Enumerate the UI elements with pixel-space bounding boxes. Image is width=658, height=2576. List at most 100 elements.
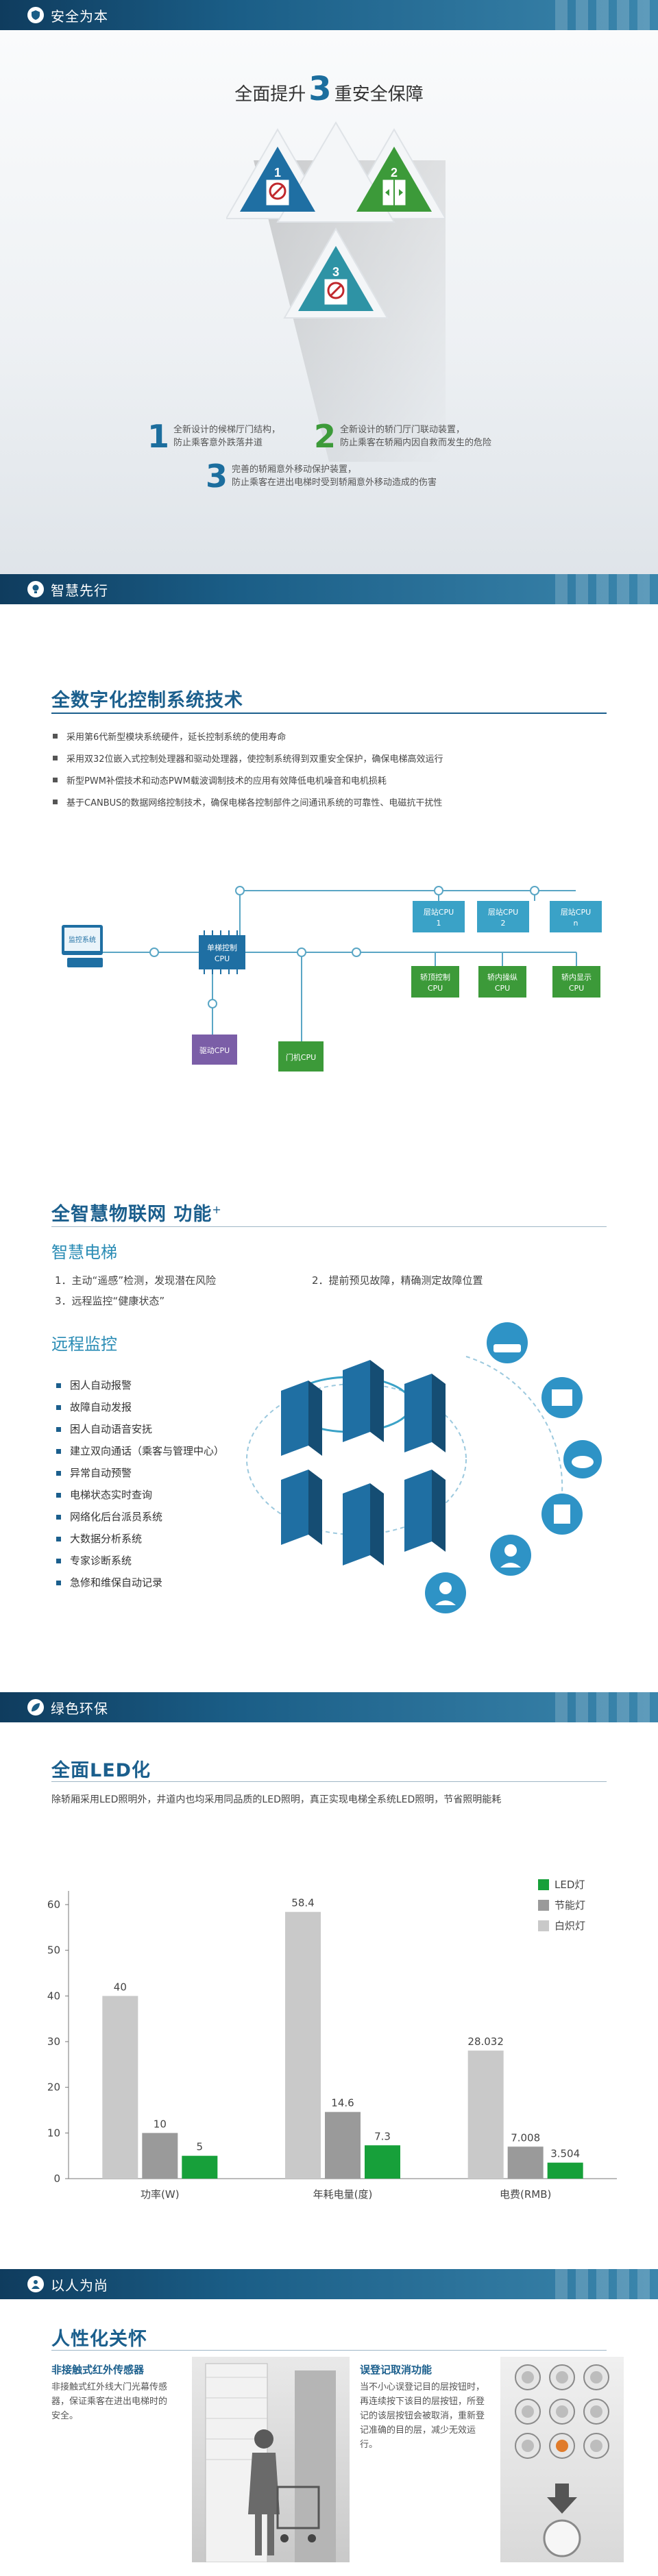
- floor-cpu-label: 层站CPU: [488, 907, 518, 917]
- floor-cpu-n: 层站CPU n: [550, 901, 602, 932]
- car-cpu-label: CPU: [495, 984, 510, 993]
- floor-cpu-label: 层站CPU: [424, 907, 454, 917]
- safety-title-pre: 全面提升: [234, 84, 306, 105]
- keypad-button-center: [590, 2371, 602, 2383]
- y-tick-label: 20: [47, 2081, 60, 2094]
- x-tick-label: 电费(RMB): [500, 2188, 551, 2201]
- floor-cpu-label: 层站CPU: [561, 907, 591, 917]
- x-tick-label: 功率(W): [141, 2188, 180, 2201]
- bar-1: [325, 2111, 361, 2179]
- led-desc: 除轿厢采用LED照明外，井道内也均采用同品质的LED照明，真正实现电梯全系统LE…: [51, 1794, 502, 1805]
- chip-icon: [411, 966, 459, 998]
- feature-3: 3 完善的轿厢意外移动保护装置， 防止乘客在进出电梯时受到轿厢意外移动造成的伤害: [206, 460, 437, 492]
- floor-cpu-number: 2: [501, 919, 506, 928]
- bar-data-label: 3.504: [550, 2148, 580, 2160]
- remote-item: 建立双向通话（乘客与管理中心）: [55, 1443, 224, 1465]
- misregister-cancel-title: 误登记取消功能: [360, 2364, 432, 2376]
- floor-cpu-number: n: [574, 919, 578, 928]
- badge-2: 2: [391, 166, 398, 179]
- control-diagram: 监控系统 单梯控制 CPU 层站CPU 1 层站CPU: [55, 850, 617, 1082]
- y-tick-label: 30: [47, 2035, 60, 2048]
- people-title-line: [51, 2350, 607, 2351]
- digital-bullet: 采用双32位嵌入式控制处理器和驱动处理器，使控制系统得到双重安全保护，确保电梯高…: [51, 752, 443, 773]
- green-bar-title: 绿色环保: [51, 1700, 108, 1717]
- building-icon: [404, 1470, 446, 1552]
- remote-item: 故障自动发报: [55, 1399, 224, 1421]
- bar-data-label: 10: [154, 2118, 167, 2130]
- led-title-line: [51, 1781, 607, 1782]
- people-title: 人性化关怀: [51, 2329, 147, 2350]
- iot-item-3: 3．远程监控“健康状态”: [55, 1295, 165, 1307]
- keypad-button-center: [556, 2405, 568, 2418]
- bar-data-label: 7.008: [511, 2131, 540, 2144]
- people-section-bar: 以人为尚: [0, 2269, 658, 2299]
- safety-bar-title: 安全为本: [51, 8, 108, 25]
- light-curtain-lines: [206, 2377, 267, 2460]
- main-cpu-chip: 单梯控制 CPU: [199, 930, 245, 974]
- keypad-button-center: [522, 2405, 534, 2418]
- remote-item: 急修和维保自动记录: [55, 1574, 224, 1596]
- digital-bullet: 采用第6代新型模块系统硬件，延长控制系统的使用寿命: [51, 730, 443, 752]
- car-cpu-label: CPU: [569, 984, 584, 993]
- bulb-icon: [27, 581, 44, 597]
- safety-triangles: 1 2 3: [225, 119, 447, 465]
- infrared-sensor-text: 非接触式红外线大门光幕传感器，保证乘客在进出电梯时的安全。: [51, 2382, 168, 2421]
- chip-icon: [278, 1041, 324, 1072]
- keypad-button-center: [522, 2371, 534, 2383]
- legend-item-incandescent: 白炽灯: [538, 1918, 585, 1933]
- keypad-illustration: [500, 2357, 624, 2562]
- door-cpu: 门机CPU: [278, 1041, 324, 1072]
- bar-stripes: [555, 1692, 658, 1722]
- infrared-sensor-title: 非接触式红外传感器: [51, 2364, 145, 2376]
- digital-bullets: 采用第6代新型模块系统硬件，延长控制系统的使用寿命 采用双32位嵌入式控制处理器…: [51, 730, 443, 817]
- monitor-label: 监控系统: [69, 935, 96, 944]
- keypad-button-center: [556, 2371, 568, 2383]
- safety-section-bar: 安全为本: [0, 0, 658, 30]
- feature-line: 完善的轿厢意外移动保护装置，: [232, 465, 357, 475]
- remote-monitor-title: 远程监控: [51, 1335, 117, 1354]
- feature-text: 完善的轿厢意外移动保护装置， 防止乘客在进出电梯时受到轿厢意外移动造成的伤害: [232, 460, 437, 489]
- car-cpu-2: 轿内操纵 CPU: [478, 952, 526, 998]
- chip-icon: [199, 935, 245, 969]
- car-cpu-1: 轿顶控制 CPU: [411, 952, 459, 998]
- y-tick-label: 0: [53, 2172, 60, 2185]
- remote-item: 异常自动预警: [55, 1465, 224, 1487]
- y-tick-label: 60: [47, 1898, 60, 1911]
- keypad-svg: [515, 2364, 609, 2558]
- car-cpu-label: 轿顶控制: [420, 972, 450, 982]
- keypad-button-center: [590, 2405, 602, 2418]
- keypad-button-center: [590, 2440, 602, 2452]
- arrow-down-icon: [547, 2484, 577, 2514]
- keypad-button-center: [522, 2440, 534, 2452]
- leaf-icon: [27, 1699, 44, 1716]
- bar-stripes: [555, 574, 658, 604]
- iot-title: 全智慧物联网 功能+: [51, 1199, 222, 1226]
- bar-2: [365, 2145, 400, 2179]
- feature-line: 防止乘客意外跌落井道: [173, 438, 263, 448]
- legend-label: 节能灯: [555, 1899, 586, 1911]
- bar-data-label: 58.4: [291, 1897, 314, 1909]
- remote-item: 电梯状态实时查询: [55, 1487, 224, 1509]
- iot-title-text: 全智慧物联网 功能: [51, 1204, 212, 1225]
- no-entry-icon: [269, 182, 287, 200]
- legend-label: LED灯: [555, 1879, 585, 1891]
- chip-icon: [478, 966, 526, 998]
- drive-cpu-label: 驱动CPU: [199, 1046, 230, 1055]
- car-cpu-3: 轿内显示 CPU: [535, 952, 600, 998]
- feature-text: 全新设计的候梯厅门结构， 防止乘客意外跌落井道: [173, 421, 280, 449]
- iot-item-1: 1．主动“遥感”检测，发现潜在风险: [55, 1274, 217, 1287]
- iot-illustration-svg: [246, 1322, 602, 1613]
- building-icon: [343, 1360, 384, 1442]
- legend-swatch: [538, 1879, 549, 1890]
- legend-label: 白炽灯: [555, 1920, 586, 1932]
- cart-icon: [276, 2486, 320, 2529]
- badge-3: 3: [332, 265, 339, 279]
- bar-2: [182, 2155, 218, 2179]
- keypad-button-center: [556, 2440, 568, 2452]
- legend-item-led: LED灯: [538, 1877, 585, 1892]
- iot-title-line: [51, 1226, 607, 1227]
- building-icon: [404, 1374, 446, 1452]
- badge-1: 1: [274, 166, 281, 179]
- feature-number: 3: [206, 458, 228, 495]
